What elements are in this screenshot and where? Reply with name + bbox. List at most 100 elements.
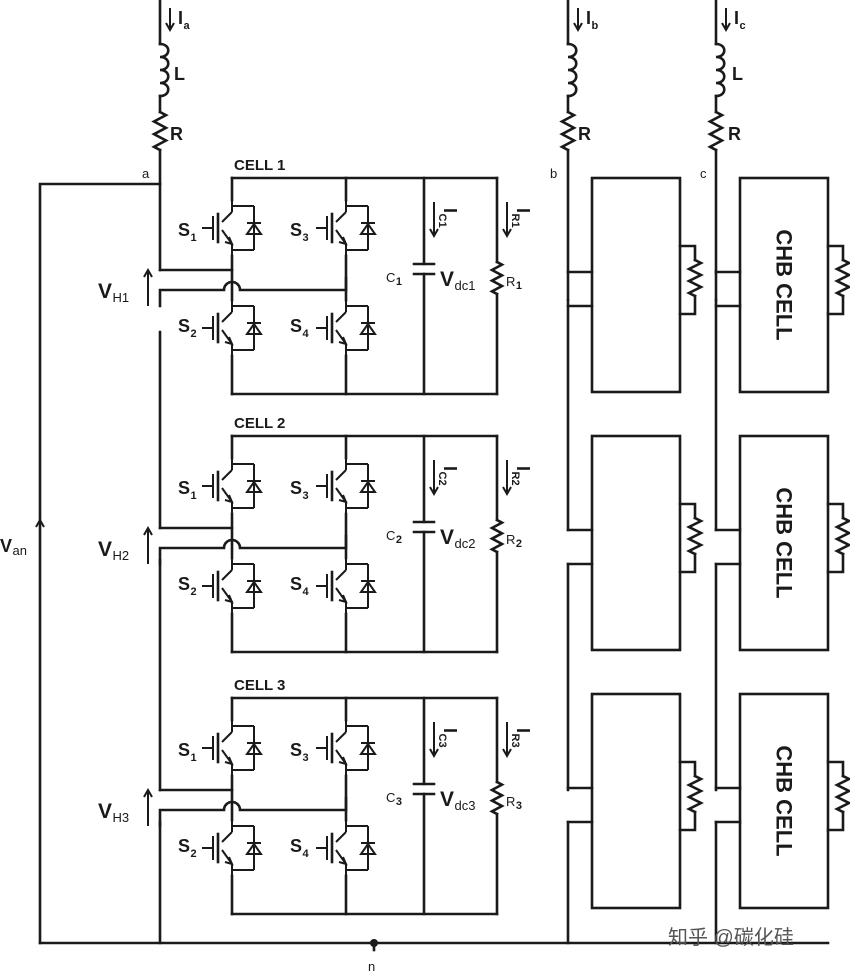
arrow-head: [429, 748, 439, 759]
resistor-label-main: R: [506, 794, 515, 809]
switch-label-main: S: [290, 574, 302, 594]
emitter-arrow: [224, 236, 234, 246]
diode-icon: [359, 742, 377, 755]
wire: [678, 294, 697, 316]
switch-label-main: S: [178, 478, 190, 498]
wire: [335, 469, 347, 481]
switch-label-sub: 2: [191, 848, 197, 860]
chb-cell-label: CHB CELL: [772, 745, 797, 856]
wire: [826, 810, 845, 832]
chb-cell-rect: [590, 434, 682, 652]
wire: [221, 469, 233, 481]
switch-label-main: S: [290, 316, 302, 336]
chb-cell-box: [566, 176, 704, 394]
chb-cell-rect: [590, 692, 682, 910]
igbt-switch-icon: [202, 300, 263, 356]
watermark-text: 知乎 @碳化硅: [668, 926, 794, 949]
phase-b-resistor-label: R: [578, 124, 591, 144]
vh-label-sub: H1: [113, 290, 130, 305]
emitter-arrow: [338, 594, 348, 604]
diode-icon: [245, 742, 263, 755]
wire: [158, 796, 348, 828]
resistor-icon: [151, 110, 169, 152]
ic-label-sub: C2: [436, 472, 448, 486]
switch-label-sub: 1: [191, 752, 197, 764]
arrow-down-icon: [502, 722, 512, 759]
ir-label: IR2: [509, 466, 533, 486]
chb-cell-rect: [738, 434, 830, 652]
vdc-label-sub: dc3: [455, 798, 476, 813]
wire: [678, 810, 697, 832]
phase-b-chb-column: [566, 176, 704, 945]
switch-label-sub: 3: [303, 752, 309, 764]
switch-label-main: S: [290, 836, 302, 856]
vh-label-main: V: [98, 800, 112, 823]
inductor-icon: [714, 42, 726, 98]
wire: [221, 211, 233, 223]
wire: [826, 502, 845, 520]
chb-cell-box: CHB CELL: [714, 176, 850, 394]
switch-label-sub: 4: [303, 586, 310, 598]
arrow-head: [143, 787, 153, 798]
van-label-main: V: [0, 536, 12, 556]
ic-label-sub: C3: [436, 734, 448, 748]
ic-label-main: I: [440, 466, 460, 471]
phase-c-resistor-label: R: [728, 124, 741, 144]
chb-cell-label: CHB CELL: [772, 487, 797, 598]
inductor-icon: [158, 42, 170, 98]
wire: [158, 534, 348, 566]
diode-icon: [359, 580, 377, 593]
vh-label-main: V: [98, 538, 112, 561]
chb-cell-box: CHB CELL: [714, 434, 850, 652]
arrow-head: [165, 22, 175, 33]
switch-label-sub: 3: [303, 490, 309, 502]
arrow-down-icon: [502, 202, 512, 239]
switch-label-sub: 1: [191, 490, 197, 502]
phase-b-current-label-main: I: [586, 8, 591, 28]
arrow-head: [143, 525, 153, 536]
emitter-arrow: [338, 336, 348, 346]
phase-a-inductor-label: L: [174, 64, 185, 84]
ir-label-main: I: [513, 466, 533, 471]
emitter-arrow: [224, 756, 234, 766]
switch-label-main: S: [178, 740, 190, 760]
diode-icon: [245, 480, 263, 493]
wire: [678, 244, 697, 262]
switch-label-sub: 3: [303, 232, 309, 244]
resistor-label-main: R: [506, 274, 515, 289]
switch-label-main: S: [290, 740, 302, 760]
ir-label-sub: R2: [509, 472, 521, 486]
capacitor-label-main: C: [386, 270, 395, 285]
capacitor-label-sub: 1: [396, 276, 402, 288]
arrow-head: [429, 486, 439, 497]
wire: [335, 311, 347, 323]
vh-label-sub: H3: [113, 810, 130, 825]
node-c-label: c: [700, 166, 707, 181]
resistor-icon: [834, 516, 850, 556]
diode-icon: [245, 322, 263, 335]
emitter-arrow: [338, 494, 348, 504]
arrow-head: [721, 22, 731, 33]
ic-label: IC3: [436, 728, 460, 748]
resistor-icon: [686, 774, 704, 814]
wire: [221, 311, 233, 323]
arrow-down-icon: [573, 8, 583, 33]
wire: [158, 276, 348, 308]
switch-label-sub: 4: [303, 848, 310, 860]
emitter-arrow: [338, 756, 348, 766]
switch-label-main: S: [178, 574, 190, 594]
